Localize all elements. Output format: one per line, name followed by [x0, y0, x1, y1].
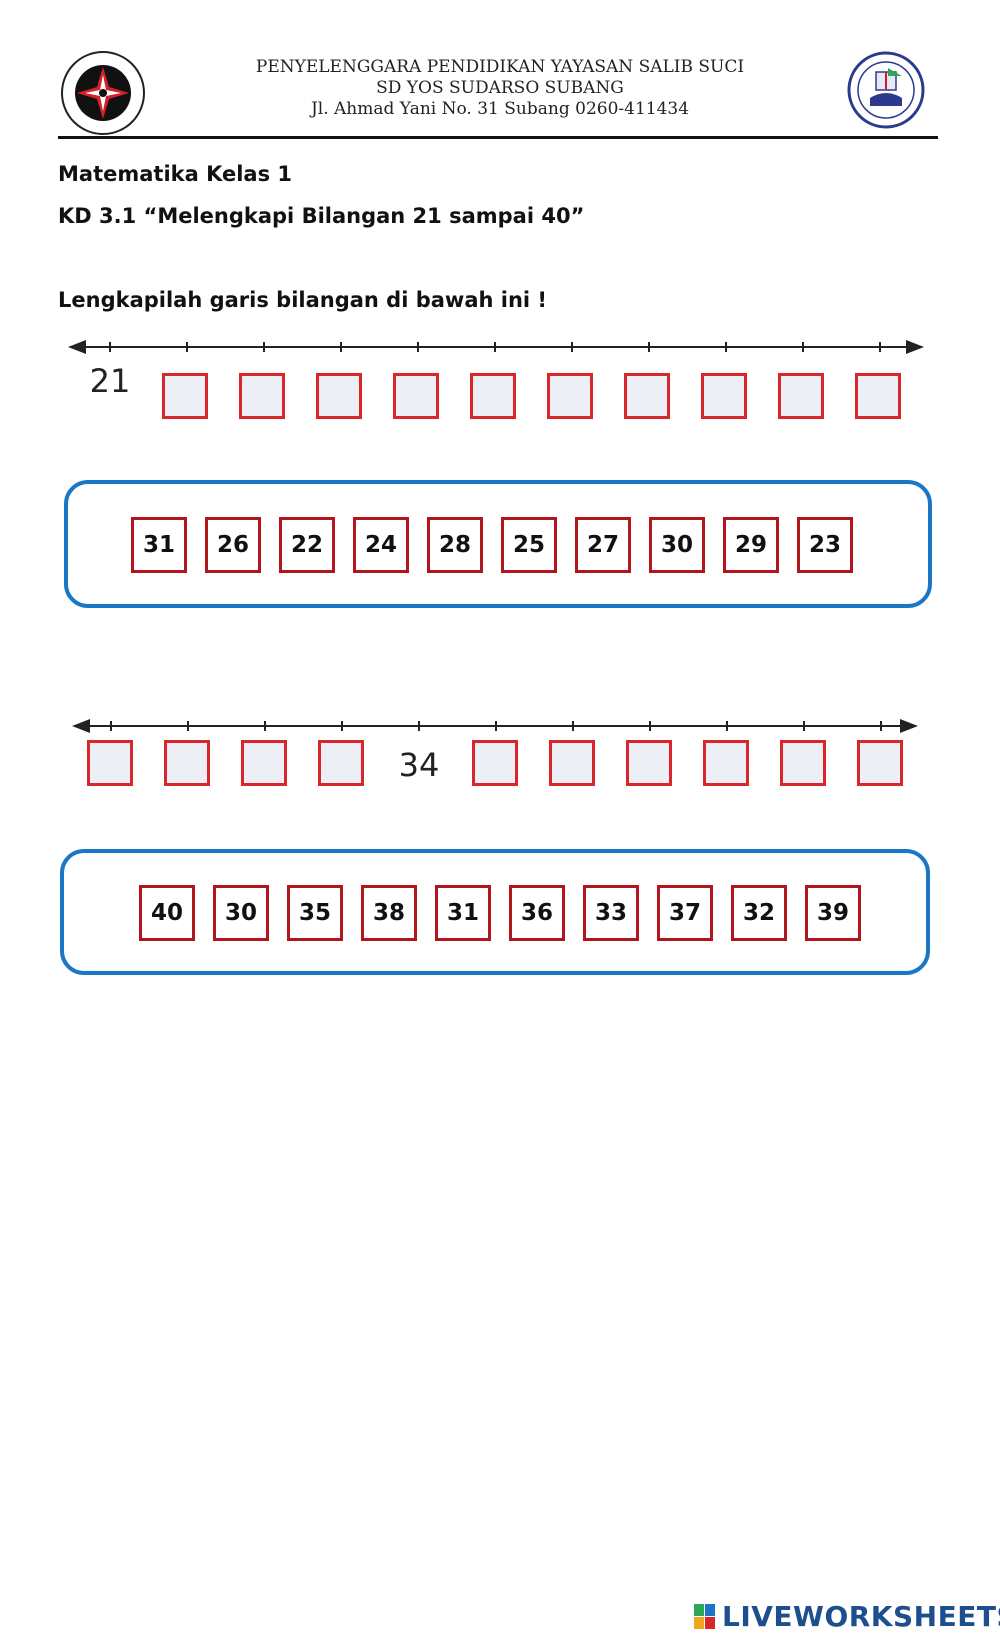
number-chip[interactable]: 22	[279, 517, 335, 573]
arrow-right-icon	[900, 719, 918, 733]
number-line-tick	[649, 721, 651, 731]
number-chip[interactable]: 37	[657, 885, 713, 941]
number-chip[interactable]: 36	[509, 885, 565, 941]
answer-slot-5[interactable]	[472, 740, 518, 786]
arrow-left-icon	[72, 719, 90, 733]
number-chip[interactable]: 38	[361, 885, 417, 941]
number-line-tick	[802, 342, 804, 352]
number-line-tick	[725, 342, 727, 352]
answer-slot-5[interactable]	[470, 373, 516, 419]
arrow-right-icon	[906, 340, 924, 354]
number-chip[interactable]: 31	[131, 517, 187, 573]
number-line-tick	[803, 721, 805, 731]
answer-bank-1: 31 26 22 24 28 25 27 30 29 23	[64, 480, 932, 608]
number-line-tick	[341, 721, 343, 731]
answer-slot-3[interactable]	[316, 373, 362, 419]
number-chip[interactable]: 23	[797, 517, 853, 573]
number-chip[interactable]: 26	[205, 517, 261, 573]
number-line-axis	[88, 725, 900, 727]
number-line-tick	[263, 342, 265, 352]
number-line-tick	[572, 721, 574, 731]
answer-slot-6[interactable]	[549, 740, 595, 786]
number-chip[interactable]: 40	[139, 885, 195, 941]
number-chip[interactable]: 29	[723, 517, 779, 573]
answer-slot-10[interactable]	[855, 373, 901, 419]
answer-slot-8[interactable]	[703, 740, 749, 786]
answer-slot-10[interactable]	[857, 740, 903, 786]
answer-slot-7[interactable]	[624, 373, 670, 419]
answer-slot-9[interactable]	[778, 373, 824, 419]
answer-slot-4[interactable]	[318, 740, 364, 786]
answer-slot-4[interactable]	[393, 373, 439, 419]
number-line-tick	[417, 342, 419, 352]
number-line-tick	[880, 721, 882, 731]
answer-slot-7[interactable]	[626, 740, 672, 786]
answer-slot-9[interactable]	[780, 740, 826, 786]
arrow-left-icon	[68, 340, 86, 354]
competency-title: KD 3.1 “Melengkapi Bilangan 21 sampai 40…	[58, 204, 585, 228]
number-line-tick	[187, 721, 189, 731]
number-line-tick	[186, 342, 188, 352]
answer-slot-2[interactable]	[164, 740, 210, 786]
number-line-tick	[495, 721, 497, 731]
sd-yos-sudarso-logo	[847, 51, 925, 129]
header-divider	[58, 136, 938, 139]
number-chip[interactable]: 39	[805, 885, 861, 941]
number-chip[interactable]: 28	[427, 517, 483, 573]
answer-slot-1[interactable]	[162, 373, 208, 419]
number-chip[interactable]: 24	[353, 517, 409, 573]
number-chip[interactable]: 31	[435, 885, 491, 941]
answer-slot-1[interactable]	[87, 740, 133, 786]
answer-slot-6[interactable]	[547, 373, 593, 419]
given-number-34: 34	[398, 746, 440, 784]
number-line-tick	[110, 721, 112, 731]
liveworksheets-logo-icon	[694, 1604, 716, 1630]
header-address: Jl. Ahmad Yani No. 31 Subang 0260-411434	[310, 99, 690, 119]
number-chip[interactable]: 33	[583, 885, 639, 941]
number-chip[interactable]: 30	[213, 885, 269, 941]
number-chip[interactable]: 25	[501, 517, 557, 573]
number-chip[interactable]: 27	[575, 517, 631, 573]
number-chip[interactable]: 32	[731, 885, 787, 941]
number-line-tick	[340, 342, 342, 352]
yayasan-salib-suci-logo	[61, 51, 145, 135]
number-line-tick	[418, 721, 420, 731]
subject-title: Matematika Kelas 1	[58, 162, 293, 186]
number-line-tick	[879, 342, 881, 352]
number-line-tick	[109, 342, 111, 352]
number-line-tick	[494, 342, 496, 352]
number-line-tick	[571, 342, 573, 352]
number-chip[interactable]: 30	[649, 517, 705, 573]
answer-slot-3[interactable]	[241, 740, 287, 786]
given-number-21: 21	[89, 362, 131, 400]
answer-bank-2: 40 30 35 38 31 36 33 37 32 39	[60, 849, 930, 975]
number-line-tick	[648, 342, 650, 352]
header-school-name: SD YOS SUDARSO SUBANG	[376, 78, 624, 98]
instruction-text: Lengkapilah garis bilangan di bawah ini …	[58, 288, 547, 312]
answer-slot-8[interactable]	[701, 373, 747, 419]
liveworksheets-brand: LIVEWORKSHEETS	[722, 1600, 1000, 1633]
number-chip[interactable]: 35	[287, 885, 343, 941]
number-line-tick	[726, 721, 728, 731]
header-foundation-name: PENYELENGGARA PENDIDIKAN YAYASAN SALIB S…	[255, 57, 745, 77]
answer-slot-2[interactable]	[239, 373, 285, 419]
number-line-tick	[264, 721, 266, 731]
